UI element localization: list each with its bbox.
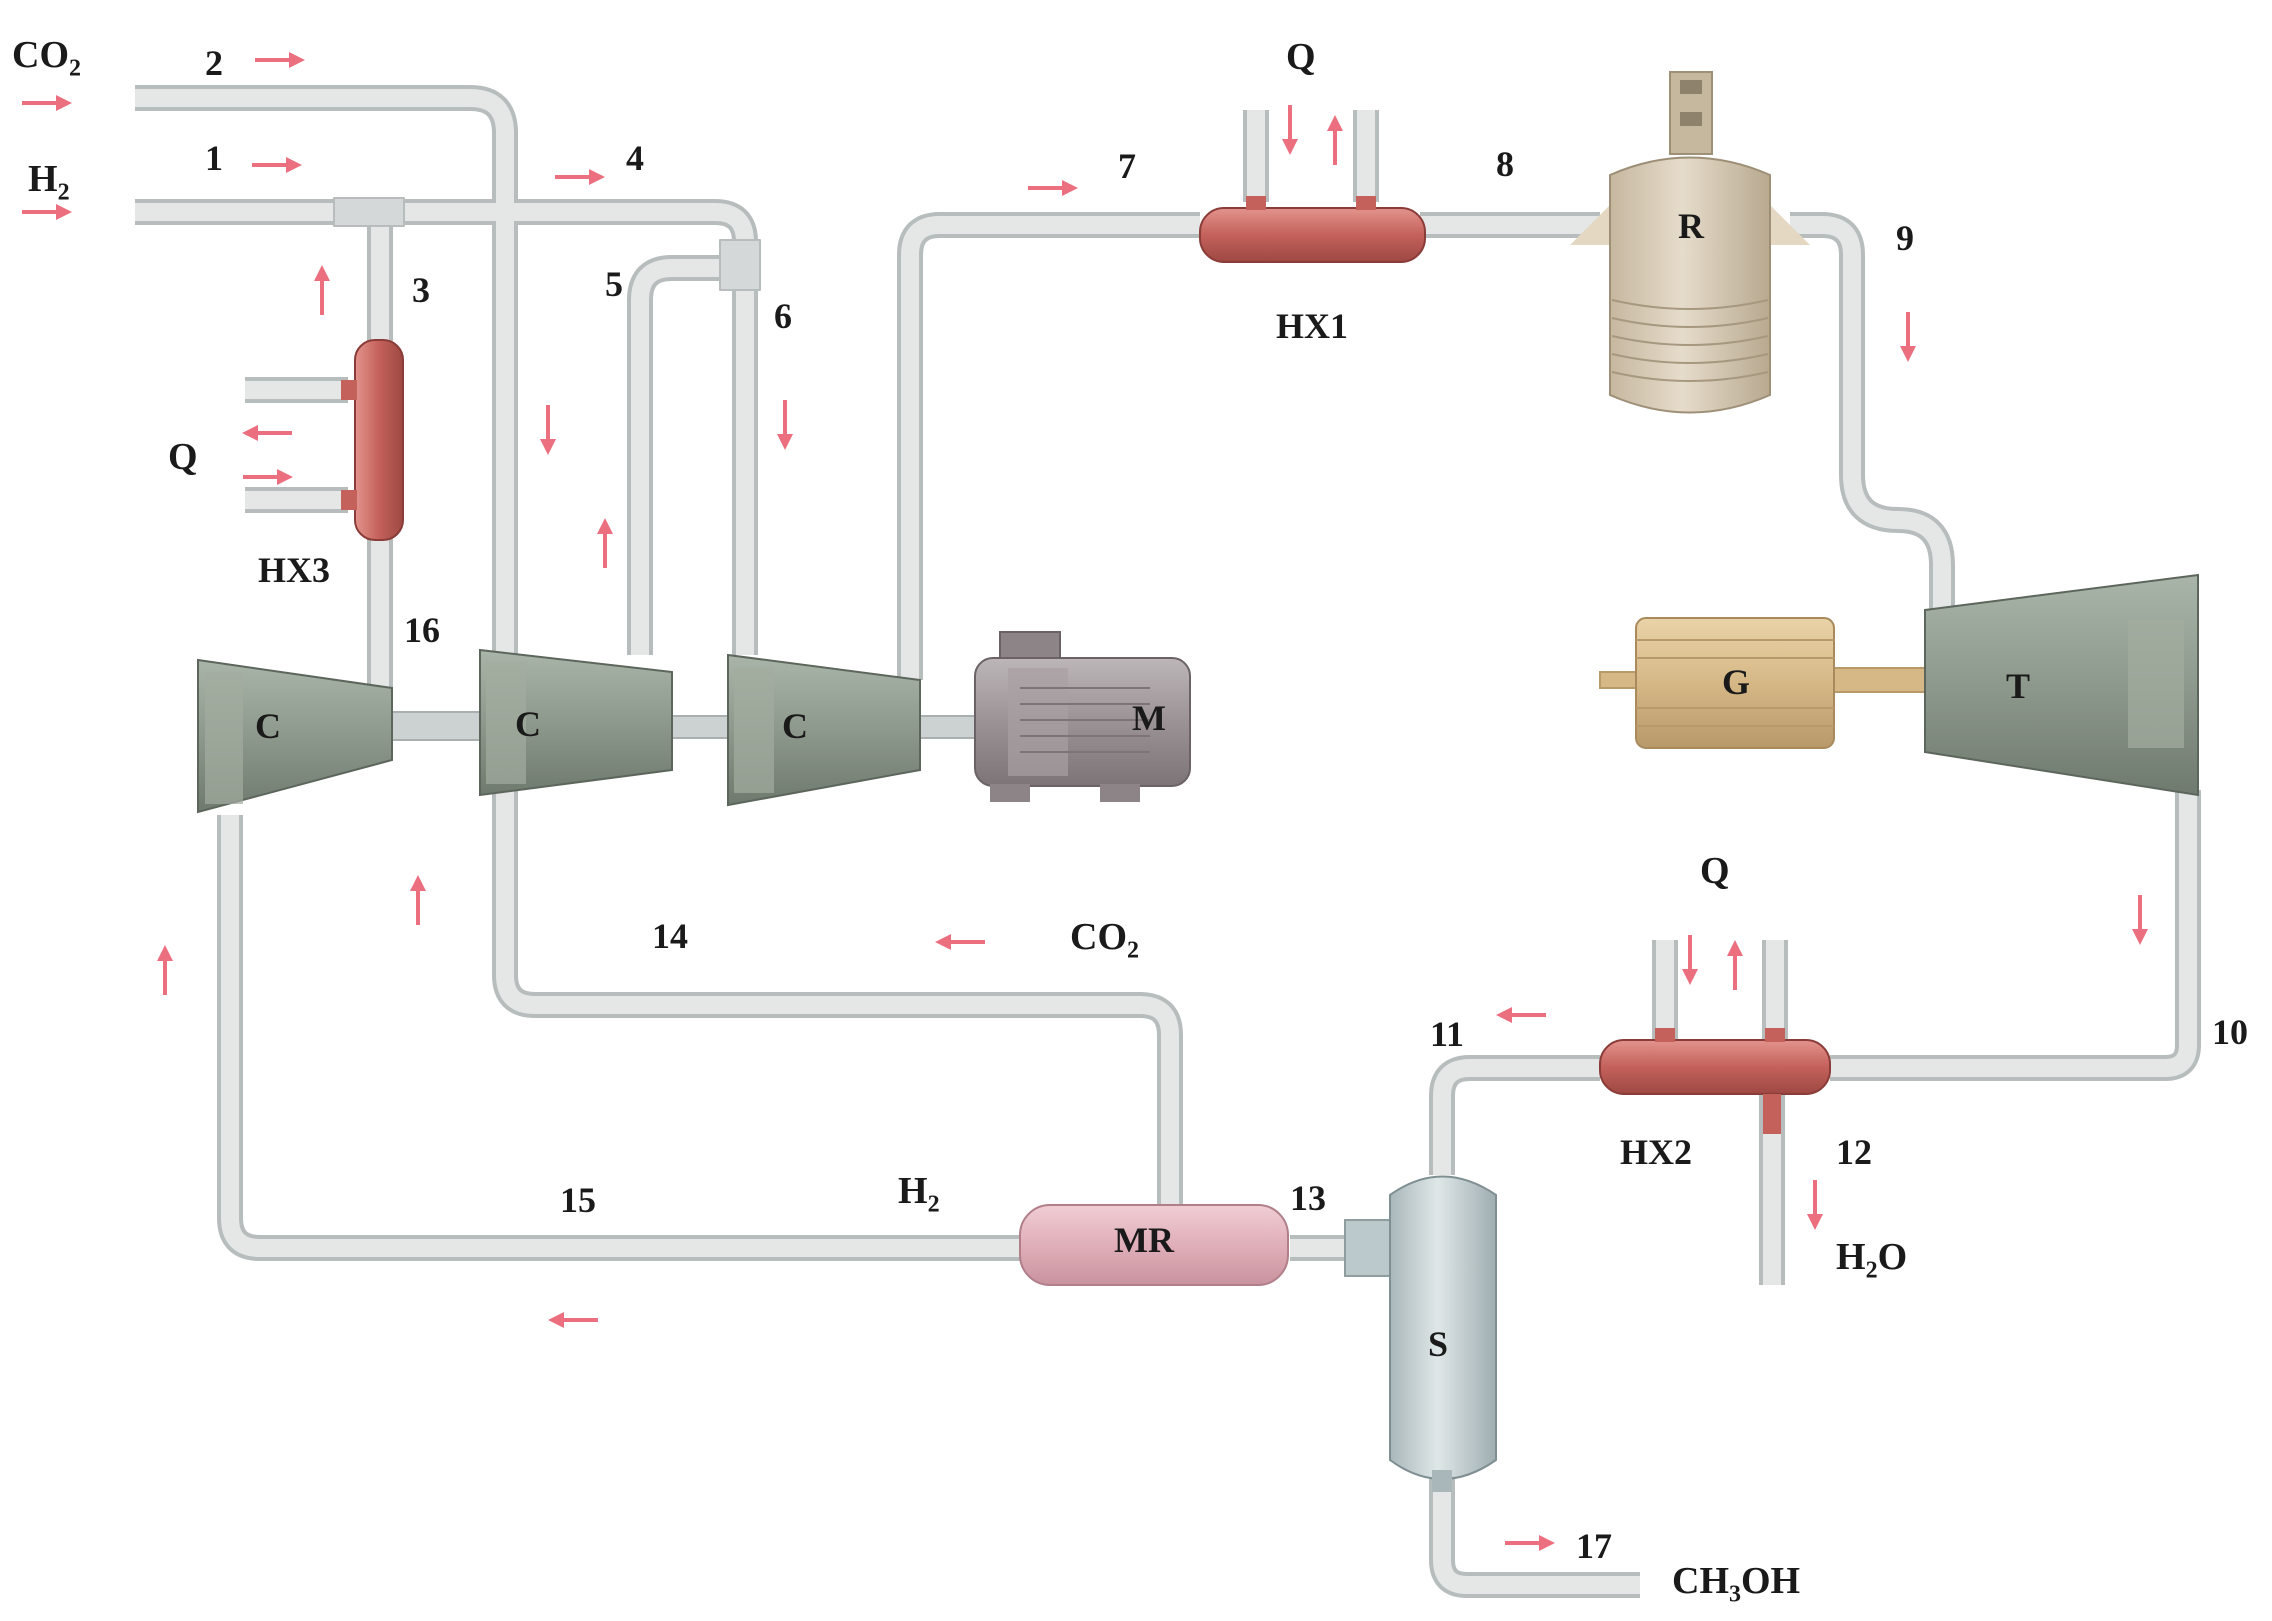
equipment-label-turbine: T	[2006, 666, 2031, 706]
stream-number: 6	[774, 296, 792, 336]
shaft-c2-c3	[671, 715, 737, 739]
heat-exchanger-hx2	[1599, 1028, 1831, 1134]
flow-arrows	[22, 52, 2148, 1551]
membrane-reactor	[1019, 1204, 1396, 1286]
generator	[1635, 617, 1835, 749]
stream-number: 2	[205, 43, 223, 83]
stream-number: 12	[1836, 1132, 1872, 1172]
flow-arrow-hx2-in	[1682, 935, 1698, 985]
motor	[974, 631, 1191, 802]
species-methanol: CH3OH	[1672, 1560, 1801, 1608]
pipe-stream-11	[1429, 1055, 1600, 1175]
flow-arrow-stream-3	[314, 265, 330, 315]
stream-number: 8	[1496, 144, 1514, 184]
flow-arrow-hx1-in	[1282, 105, 1298, 155]
pipe-stream-9	[1790, 212, 1955, 620]
compressor-1	[197, 658, 393, 814]
equipment-label-compressor-2: C	[515, 704, 541, 744]
stream-number: 9	[1896, 218, 1914, 258]
flow-arrow-stream-16	[410, 875, 426, 925]
heat-label-hx2: Q	[1700, 850, 1730, 892]
equipment-label-separator: S	[1428, 1324, 1449, 1364]
stream-number: 4	[626, 138, 644, 178]
stream-number: 3	[412, 270, 430, 310]
flow-arrow-stream-2-down	[540, 405, 556, 455]
stream-number: 15	[560, 1180, 596, 1220]
species-water: H2O	[1836, 1236, 1908, 1284]
flow-arrow-stream-4	[555, 169, 605, 185]
compressor-2	[479, 648, 673, 797]
flow-arrow-stream-2	[255, 52, 305, 68]
shaft-c3-motor	[919, 715, 981, 739]
stream-number: 1	[205, 138, 223, 178]
equipment-label-membrane-reactor: MR	[1114, 1220, 1174, 1260]
stream-number: 10	[2212, 1012, 2248, 1052]
stream-number: 14	[652, 916, 688, 956]
species-feed-co2: CO2	[12, 34, 81, 82]
heat-label-hx3: Q	[168, 436, 198, 478]
flow-arrow-hx2-out	[1727, 940, 1743, 990]
flow-arrow-hx3-out	[242, 425, 292, 441]
flow-arrow-stream-5	[597, 518, 613, 568]
stream-number: 17	[1576, 1526, 1612, 1566]
flow-arrow-stream-6	[777, 400, 793, 450]
species-recycle-h2: H2	[898, 1170, 940, 1218]
flow-arrow-stream-9	[1900, 312, 1916, 362]
species-recycle-co2: CO2	[1070, 916, 1139, 964]
equipment-label-reactor: R	[1678, 206, 1704, 246]
flow-arrow-hx1-out	[1327, 115, 1343, 165]
flow-arrow-stream-11	[1496, 1007, 1546, 1023]
flow-arrow-stream-15	[548, 1312, 598, 1328]
pipe-stream-7	[897, 212, 1200, 680]
stream-number: 16	[404, 610, 440, 650]
shaft-generator-left	[1599, 671, 1641, 689]
flow-arrow-stream-15-up	[157, 945, 173, 995]
flow-arrow-hx3-in	[243, 469, 293, 485]
heat-exchanger-hx3	[341, 339, 404, 541]
flow-arrow-h2-feed	[22, 204, 72, 220]
heat-label-hx1: Q	[1286, 36, 1316, 78]
equipment-label-hx3: HX3	[258, 550, 330, 590]
compressor-3	[727, 653, 921, 807]
flow-arrow-stream-17	[1505, 1535, 1555, 1551]
flow-arrow-co2-feed	[22, 95, 72, 111]
stream-number: 13	[1290, 1178, 1326, 1218]
flow-arrow-stream-1	[252, 157, 302, 173]
pipe-stream-5	[627, 255, 745, 655]
flow-arrow-stream-7	[1028, 180, 1078, 196]
flow-arrow-stream-10	[2132, 895, 2148, 945]
equipment-label-compressor-1: C	[255, 706, 281, 746]
shaft-c1-c2	[391, 711, 485, 741]
stream-number: 11	[1430, 1014, 1465, 1054]
equipment-label-motor: M	[1132, 698, 1166, 738]
flow-arrow-stream-12	[1807, 1180, 1823, 1230]
pipes	[135, 85, 2201, 1598]
turbine	[1924, 573, 2199, 797]
reactor	[1570, 71, 1810, 414]
equipment-label-compressor-3: C	[782, 706, 808, 746]
flow-arrow-stream-14	[935, 934, 985, 950]
separator	[1389, 1175, 1497, 1492]
equipment-label-generator: G	[1722, 662, 1751, 702]
equipment-label-hx1: HX1	[1276, 306, 1348, 346]
stream-number: 7	[1118, 146, 1136, 186]
stream-number: 5	[605, 264, 623, 304]
species-feed-h2: H2	[28, 158, 70, 206]
tee-stream-6	[719, 239, 761, 291]
heat-exchanger-hx1	[1199, 196, 1426, 263]
tee-stream-3	[333, 197, 405, 227]
equipment-label-hx2: HX2	[1620, 1132, 1692, 1172]
